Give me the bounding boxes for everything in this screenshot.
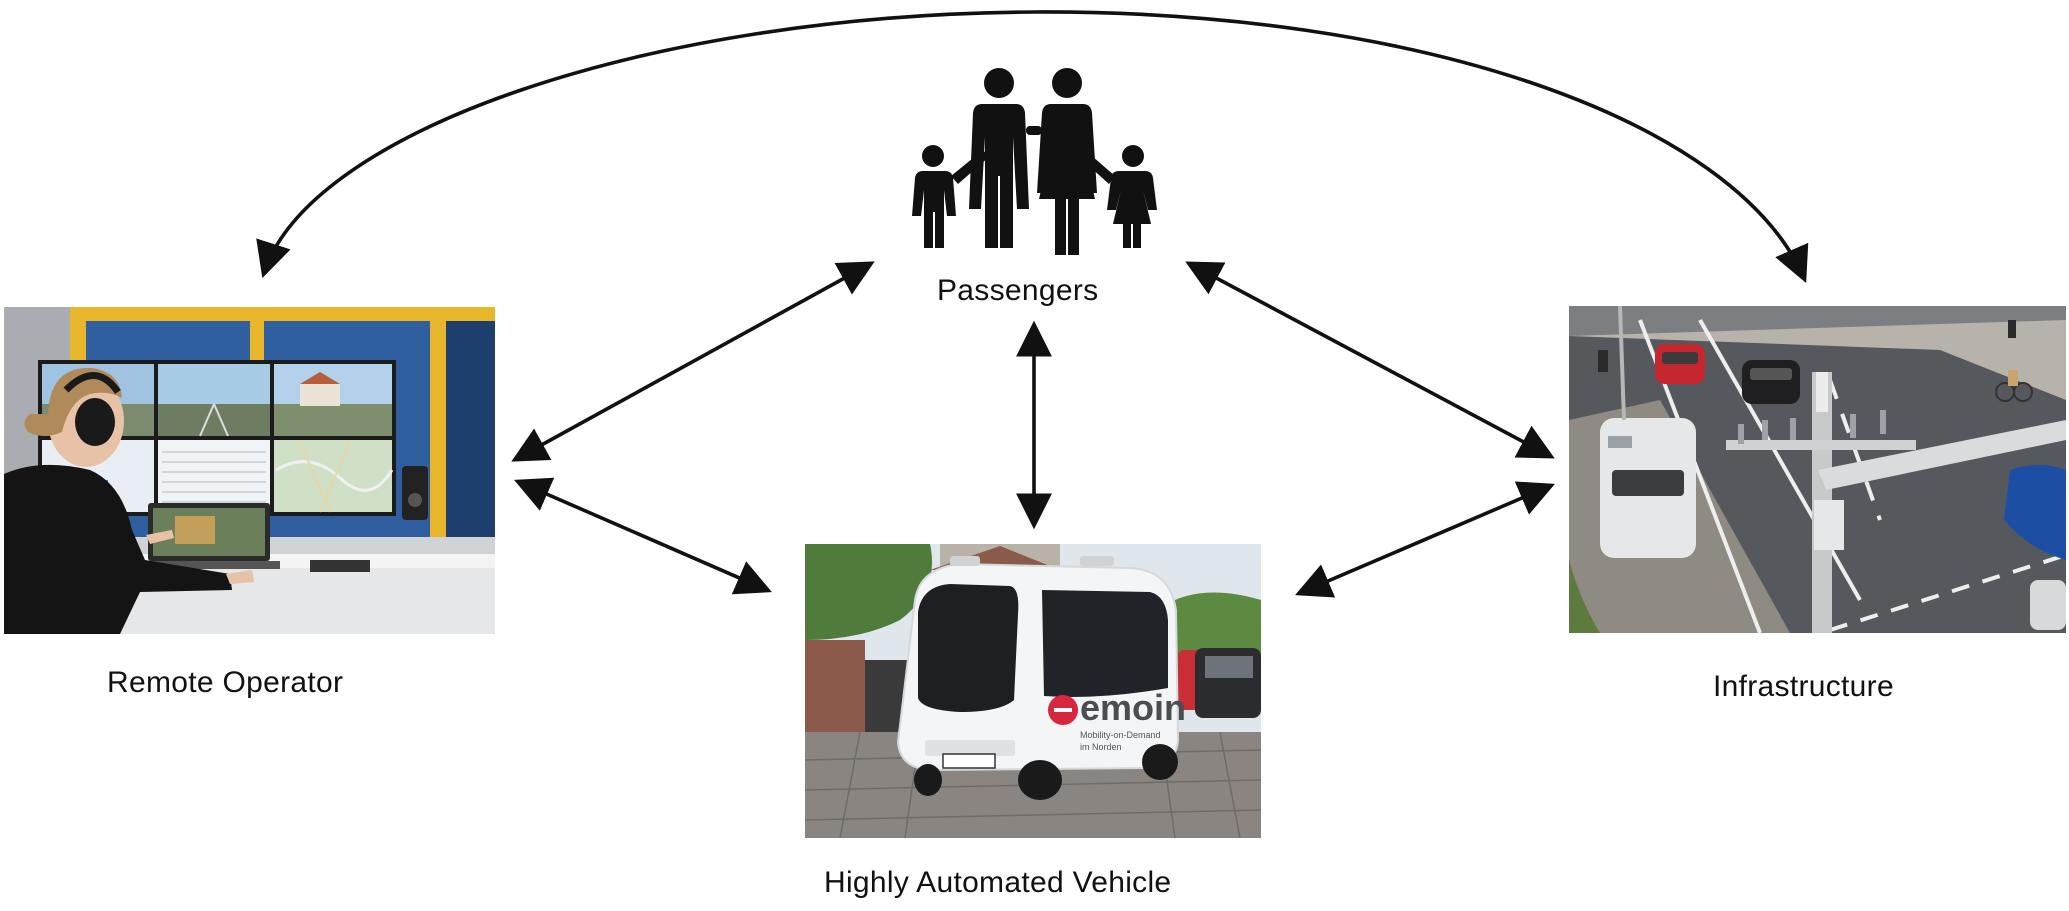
arrow-passengers-infrastructure (1185, 261, 1555, 459)
remote-operator-label: Remote Operator (107, 666, 344, 699)
infrastructure-photo (1569, 306, 2066, 633)
car-red (1655, 344, 1705, 384)
arrows (256, 10, 1809, 598)
remote-operator-photo (4, 307, 495, 634)
car-blue (2004, 465, 2066, 560)
arrow-remote-vehicle (514, 477, 772, 595)
shuttle: emoin Mobility-on-Demand im Norden (896, 556, 1186, 800)
arrow-remote-infrastructure (256, 10, 1809, 283)
vehicle-photo: emoin Mobility-on-Demand im Norden (805, 544, 1261, 838)
vehicle-logo: emoin (1080, 687, 1186, 728)
passengers-label: Passengers (937, 274, 1099, 307)
car-white-van (1600, 418, 1696, 558)
vehicle-tagline-2: im Norden (1080, 742, 1122, 752)
infrastructure-label: Infrastructure (1713, 670, 1894, 703)
arrow-passengers-remote (511, 261, 875, 462)
vehicle-label: Highly Automated Vehicle (824, 866, 1172, 899)
vehicle-tagline-1: Mobility-on-Demand (1080, 730, 1161, 740)
arrow-vehicle-infrastructure (1295, 481, 1555, 598)
family-icon (912, 68, 1157, 255)
car-black (1742, 360, 1800, 404)
